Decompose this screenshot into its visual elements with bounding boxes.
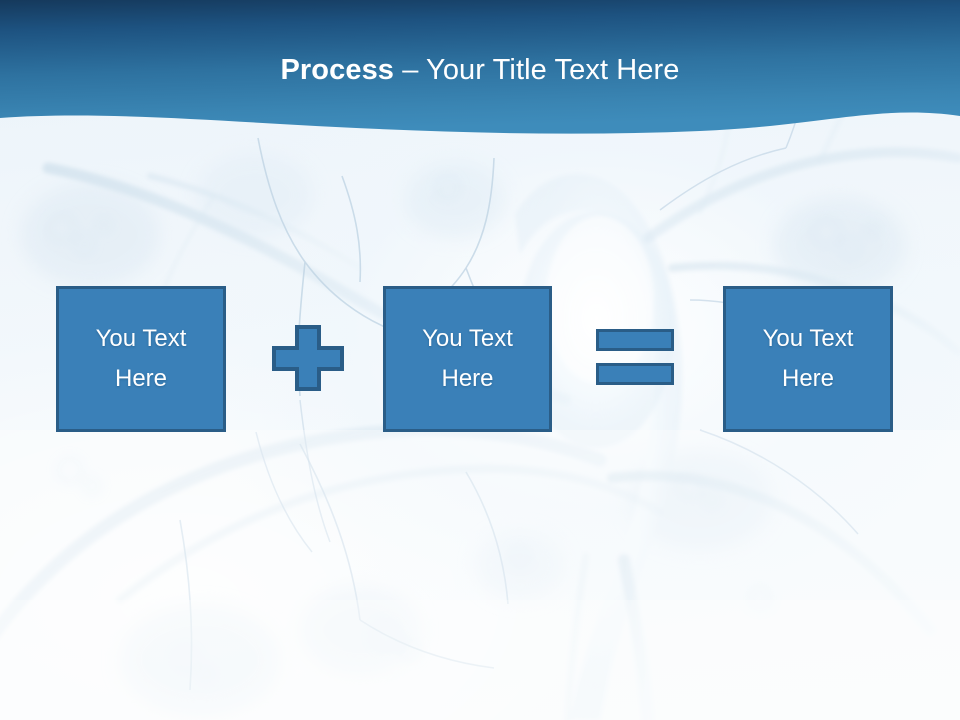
process-box-1-line2: Here — [114, 365, 168, 392]
process-box-3-label: You Text Here — [753, 319, 864, 399]
process-box-2[interactable]: You Text Here — [383, 286, 552, 432]
header-wave-shape — [0, 0, 960, 134]
process-box-1-line1: You Text — [95, 325, 187, 352]
equals-icon-bar-top — [596, 329, 674, 351]
process-box-3[interactable]: You Text Here — [723, 286, 893, 432]
equals-icon-bar-bottom — [596, 363, 674, 385]
process-box-1[interactable]: You Text Here — [56, 286, 226, 432]
process-box-3-line2: Here — [781, 365, 835, 392]
process-box-1-label: You Text Here — [86, 319, 197, 399]
page-title: Process – Your Title Text Here — [0, 52, 960, 88]
page-title-rest: – Your Title Text Here — [394, 54, 680, 86]
process-box-2-line1: You Text — [422, 325, 513, 352]
plus-icon — [271, 324, 345, 392]
process-box-3-line1: You Text — [762, 325, 854, 352]
page-title-bold: Process — [280, 54, 395, 86]
equals-icon — [596, 329, 674, 385]
process-box-2-line2: Here — [441, 365, 494, 392]
process-box-2-label: You Text Here — [412, 319, 523, 399]
plus-icon-shape — [272, 325, 344, 391]
slide-header-band: Process – Your Title Text Here — [0, 0, 960, 145]
